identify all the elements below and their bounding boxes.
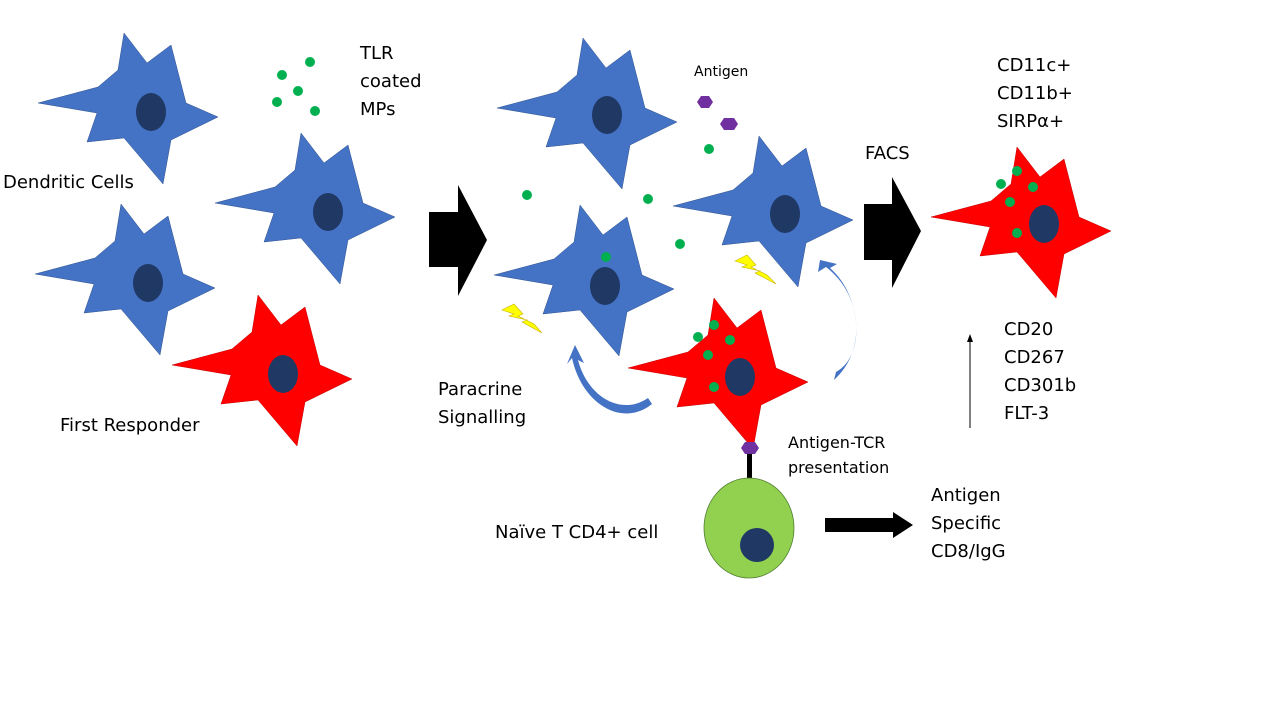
first-responder-cell xyxy=(171,294,353,447)
nucleus xyxy=(313,193,343,231)
microparticle-icon xyxy=(725,335,735,345)
dendritic-cells-label: Dendritic Cells xyxy=(3,172,134,193)
tlr-mps-label: TLR coated MPs xyxy=(360,43,422,120)
tlr-microparticles xyxy=(272,57,320,116)
microparticle-icon xyxy=(709,320,719,330)
microparticle-icon xyxy=(1012,228,1022,238)
curved-arrow-icon xyxy=(567,345,652,414)
antigen-label: Antigen xyxy=(694,64,749,80)
tcr-link xyxy=(747,454,752,479)
curved-arrow-icon xyxy=(818,260,857,380)
nucleus xyxy=(136,93,166,131)
dendritic-cell xyxy=(34,203,216,356)
red-cell-microparticles xyxy=(693,320,735,392)
first-responder-cell xyxy=(627,297,809,450)
dendritic-cell xyxy=(496,37,678,190)
outcome-arrow-icon xyxy=(825,512,913,538)
dendritic-cell xyxy=(37,32,219,185)
antigen-particles xyxy=(697,96,738,130)
antigen-icon xyxy=(720,118,738,130)
naive-t-cell-label: Naïve T CD4+ cell xyxy=(495,522,659,543)
facs-arrow-icon xyxy=(864,177,921,288)
sorted-cell xyxy=(930,146,1112,299)
arrowhead-icon xyxy=(967,334,973,342)
nucleus xyxy=(740,528,774,562)
signal-bolt-icon xyxy=(501,303,543,334)
positive-markers-label: CD11c+ CD11b+ SIRPα+ xyxy=(997,55,1073,132)
microparticle-icon xyxy=(310,106,320,116)
free-microparticles xyxy=(522,144,714,262)
dendritic-cell xyxy=(672,135,854,288)
process-arrow-icon xyxy=(429,185,487,296)
microparticle-icon xyxy=(522,190,532,200)
nucleus xyxy=(770,195,800,233)
nucleus xyxy=(268,355,298,393)
outcome-label: Antigen Specific CD8/IgG xyxy=(931,485,1006,562)
microparticle-icon xyxy=(601,252,611,262)
dendritic-cell xyxy=(493,204,675,357)
microparticle-icon xyxy=(293,86,303,96)
microparticle-icon xyxy=(704,144,714,154)
microparticle-icon xyxy=(703,350,713,360)
antigen-tcr-label: Antigen-TCR presentation xyxy=(788,433,890,477)
microparticle-icon xyxy=(643,194,653,204)
naive-t-cell xyxy=(703,477,795,579)
nucleus xyxy=(1029,205,1059,243)
antigen-icon xyxy=(741,442,759,454)
nucleus xyxy=(592,96,622,134)
microparticle-icon xyxy=(1005,197,1015,207)
microparticle-icon xyxy=(272,97,282,107)
microparticle-icon xyxy=(693,332,703,342)
dendritic-cell xyxy=(214,132,396,285)
paracrine-label: Paracrine Signalling xyxy=(438,379,527,428)
signal-bolt-icon xyxy=(734,254,777,285)
facs-label: FACS xyxy=(865,143,910,164)
microparticle-icon xyxy=(709,382,719,392)
microparticle-icon xyxy=(675,239,685,249)
upregulated-markers-label: CD20 CD267 CD301b FLT-3 xyxy=(1004,319,1077,424)
nucleus xyxy=(725,358,755,396)
antigen-icon xyxy=(697,96,713,108)
microparticle-icon xyxy=(305,57,315,67)
microparticle-icon xyxy=(1028,182,1038,192)
microparticle-icon xyxy=(277,70,287,80)
microparticle-icon xyxy=(1012,166,1022,176)
nucleus xyxy=(133,264,163,302)
microparticle-icon xyxy=(996,179,1006,189)
first-responder-label: First Responder xyxy=(60,415,200,436)
nucleus xyxy=(590,267,620,305)
sorted-cell-microparticles xyxy=(996,166,1038,238)
